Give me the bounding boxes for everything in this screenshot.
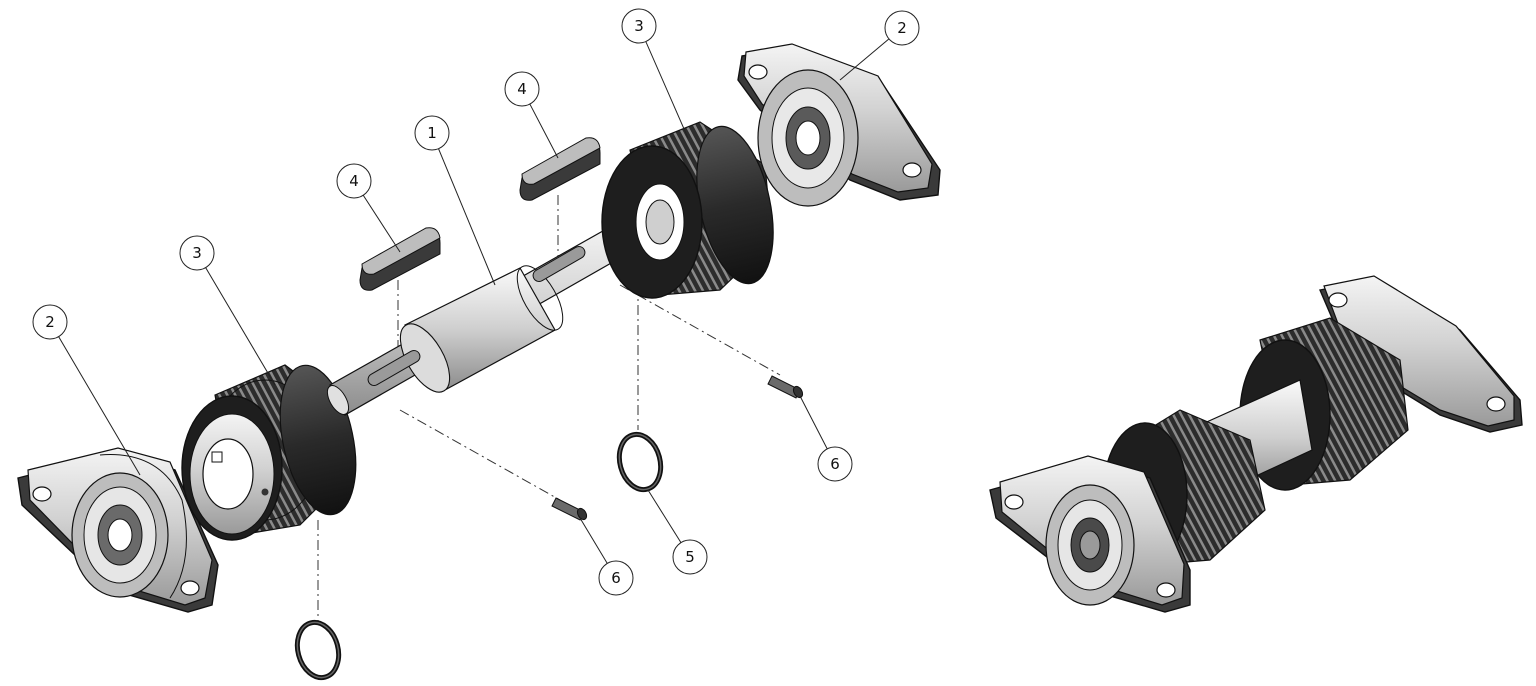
callout-number: 3 <box>192 244 202 262</box>
assembly-line-pin-right <box>619 284 781 376</box>
callout-number: 5 <box>685 548 695 566</box>
bearing-housing-right <box>737 43 941 207</box>
callout-number: 6 <box>611 569 621 587</box>
callout-c3b: 3 <box>621 8 689 139</box>
callout-balloon <box>672 539 708 575</box>
callout-layer: 1 2 2 3 3 4 4 5 6 6 <box>32 8 920 596</box>
callout-c6b: 6 <box>799 395 853 482</box>
callout-leader-line <box>58 336 141 476</box>
callout-c2a: 2 <box>32 304 141 476</box>
callout-leader-line <box>645 41 689 139</box>
key-right <box>519 137 601 201</box>
callout-number: 3 <box>634 17 644 35</box>
callout-balloon <box>504 71 540 107</box>
callout-c3a: 3 <box>179 235 276 386</box>
callout-c1: 1 <box>414 115 496 286</box>
callout-leader-line <box>362 194 401 253</box>
assembly-line-pin-left <box>399 409 561 501</box>
key-left <box>359 227 441 291</box>
callout-balloon <box>179 235 215 271</box>
callout-number: 2 <box>45 313 55 331</box>
pin-left <box>551 497 588 521</box>
callout-balloon <box>414 115 450 151</box>
callout-leader-line <box>529 103 559 159</box>
callout-leader-line <box>579 517 608 564</box>
callout-balloon <box>336 163 372 199</box>
callout-leader-line <box>799 395 828 450</box>
callout-leader-line <box>438 148 496 286</box>
callout-c5: 5 <box>647 489 708 575</box>
callout-balloon <box>817 446 853 482</box>
callout-number: 4 <box>349 172 359 190</box>
callout-c6a: 6 <box>579 517 634 596</box>
callout-balloon <box>884 10 920 46</box>
callout-balloon <box>32 304 68 340</box>
callout-number: 2 <box>897 19 907 37</box>
callout-balloon <box>598 560 634 596</box>
callout-c2b: 2 <box>839 10 920 81</box>
callout-leader-line <box>647 489 682 543</box>
callout-number: 6 <box>830 455 840 473</box>
exploded-view <box>17 43 941 681</box>
assembled-view <box>989 275 1523 613</box>
callout-c4b: 4 <box>504 71 559 159</box>
callout-balloon <box>621 8 657 44</box>
callout-number: 4 <box>517 80 527 98</box>
pulley-right <box>601 121 774 299</box>
retaining-ring-left <box>294 619 342 681</box>
pin-right <box>767 375 804 399</box>
callout-leader-line <box>205 267 276 386</box>
retaining-ring-right <box>616 431 664 493</box>
callout-c4a: 4 <box>336 163 401 253</box>
bearing-housing-left <box>17 447 219 613</box>
callout-number: 1 <box>427 124 437 142</box>
callout-leader-line <box>839 38 890 81</box>
